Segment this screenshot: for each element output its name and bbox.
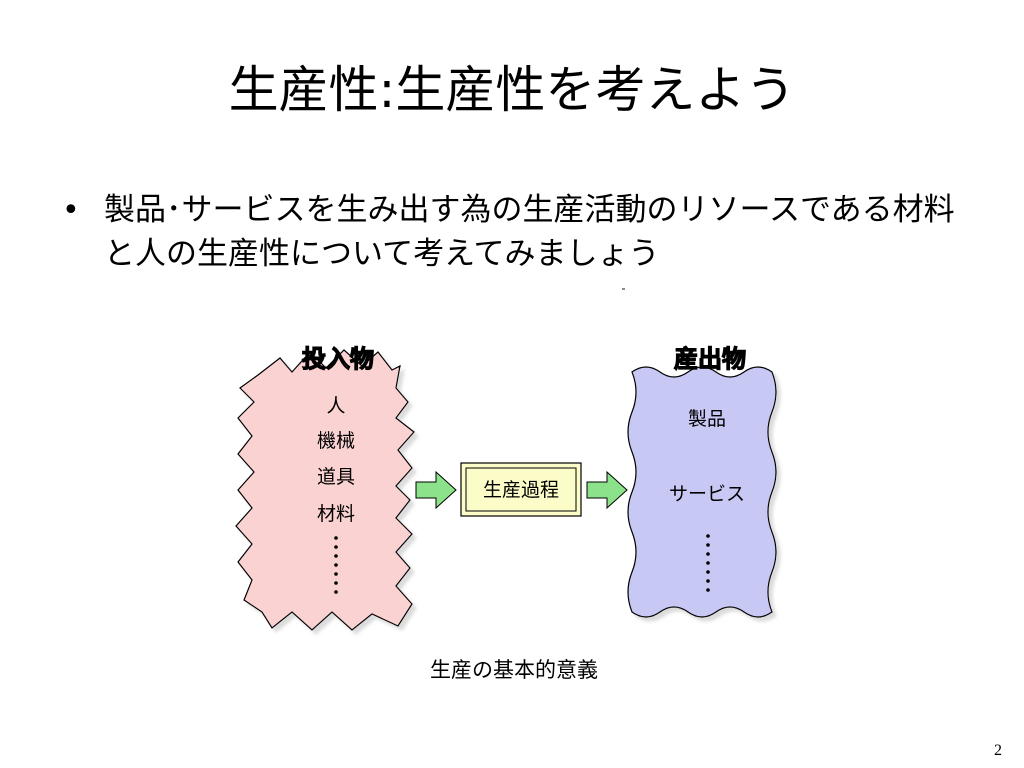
process-box: 生産過程 bbox=[460, 462, 582, 517]
arrow-right-icon bbox=[586, 470, 628, 510]
slide-title: 生産性:生産性を考えよう bbox=[228, 61, 796, 119]
arrow-right-icon bbox=[415, 470, 457, 510]
process-label: 生産過程 bbox=[483, 479, 559, 501]
output-shape bbox=[627, 366, 777, 618]
input-item-tool: 道具 bbox=[317, 466, 355, 488]
bullet-icon: • bbox=[62, 193, 80, 228]
bullet-text: 製品･サービスを生み出す為の生産活動のリソースである材料と人の生産性について考え… bbox=[104, 192, 955, 272]
stray-dot bbox=[622, 288, 625, 290]
input-shape bbox=[235, 349, 415, 631]
page-number: 2 bbox=[994, 742, 1002, 759]
input-heading: 投入物 bbox=[302, 345, 374, 373]
output-item-product: 製品 bbox=[688, 408, 726, 430]
input-item-material: 材料 bbox=[317, 503, 355, 525]
diagram-caption: 生産の基本的意義 bbox=[430, 658, 598, 682]
input-item-person: 人 bbox=[326, 395, 345, 417]
output-heading: 産出物 bbox=[674, 345, 746, 373]
output-item-service: サービス bbox=[669, 483, 745, 505]
input-item-machine: 機械 bbox=[317, 430, 355, 452]
input-ellipsis-icon bbox=[334, 536, 338, 594]
output-ellipsis-icon bbox=[706, 534, 710, 592]
